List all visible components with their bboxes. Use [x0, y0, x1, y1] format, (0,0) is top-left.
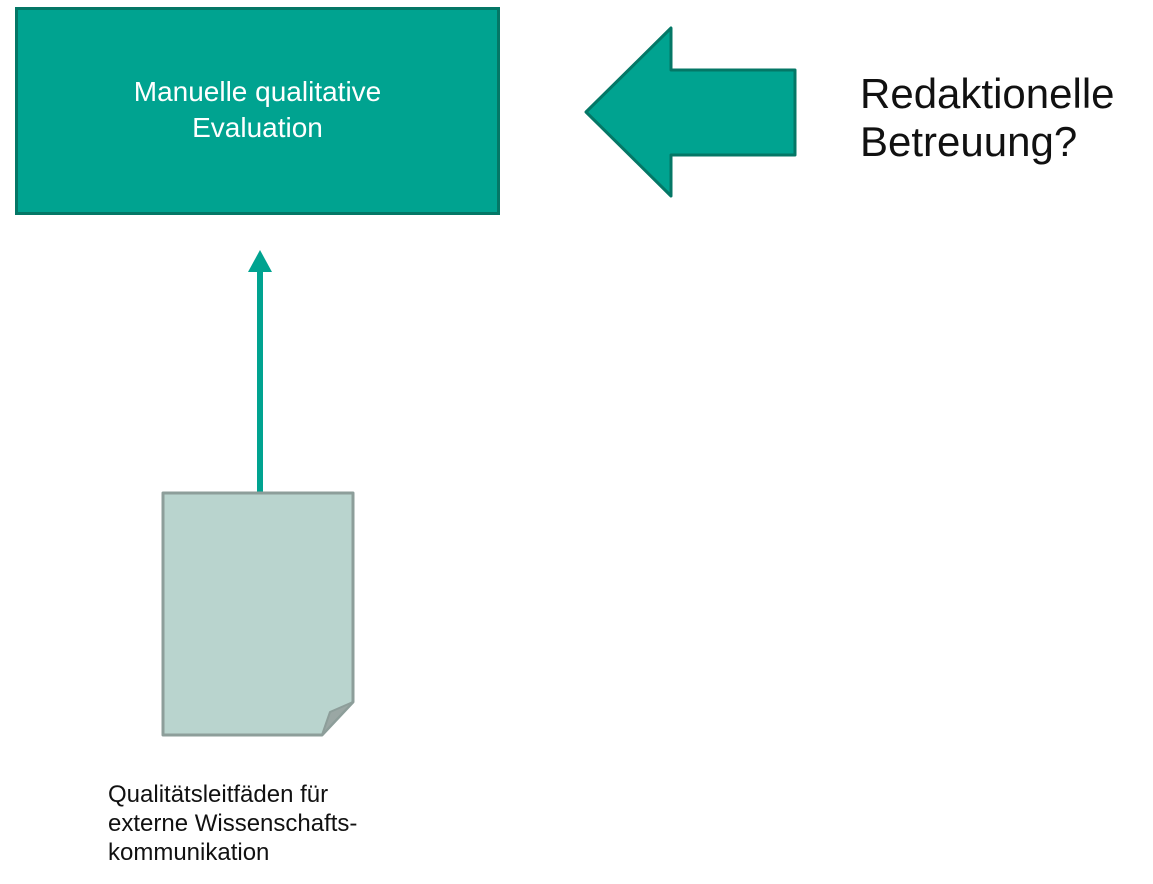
- left-arrow-icon: [584, 26, 797, 198]
- up-arrow-head-icon: [248, 250, 272, 272]
- evaluation-box-label: Manuelle qualitative Evaluation: [133, 76, 382, 143]
- document-caption: Qualitätsleitfäden für externe Wissensch…: [108, 781, 358, 866]
- evaluation-box: Manuelle qualitative Evaluation: [15, 7, 500, 215]
- document-icon: [161, 491, 355, 737]
- editorial-question: Redaktionelle Betreuung?: [860, 70, 1115, 165]
